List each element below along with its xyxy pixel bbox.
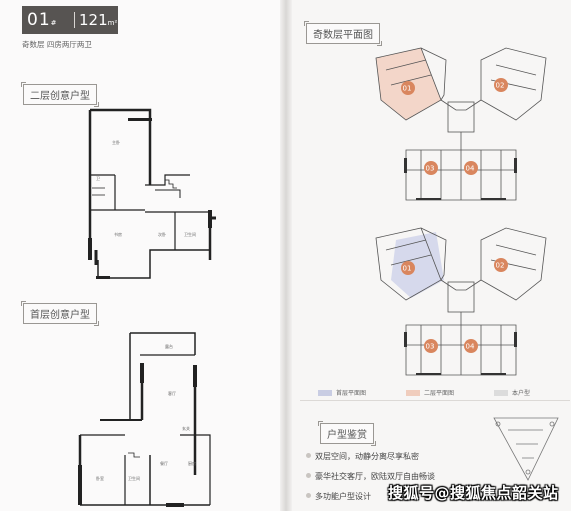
- plan-badge-label: 01: [403, 85, 412, 93]
- svg-text:玄关: 玄关: [182, 425, 190, 431]
- plan-badge-label: 01: [403, 265, 412, 273]
- second-floor-title: 二层创意户型: [21, 82, 99, 107]
- header-divider: [74, 12, 75, 28]
- svg-text:厨房: 厨房: [188, 460, 196, 466]
- unit-review-title: 户型鉴赏: [318, 421, 376, 446]
- feature-item: 多功能户型设计: [306, 491, 371, 502]
- svg-text:书房: 书房: [114, 231, 122, 237]
- page-gutter: [280, 0, 292, 511]
- watermark: 搜狐号@搜狐焦点韶关站: [388, 484, 559, 502]
- feature-item: 双层空间，动静分离尽享私密: [306, 451, 419, 462]
- first-floor-plan: 露台 客厅 玄关 餐厅 卧室 卫生间 厨房: [78, 332, 211, 507]
- legend-swatch: [406, 390, 420, 396]
- unit-header-box: 01# 121m²: [22, 6, 118, 34]
- plan-badge-label: 03: [426, 165, 435, 173]
- odd-floor-plan-upper: 01 02 03 04: [375, 47, 547, 201]
- plan-badge: [494, 258, 508, 272]
- legend-label: 首层平面图: [336, 390, 367, 397]
- plan-badge-label: 04: [466, 343, 475, 351]
- unit-number-value: 01: [27, 10, 51, 30]
- plan-badge-label: 04: [466, 165, 475, 173]
- svg-text:次卧: 次卧: [158, 231, 166, 237]
- feature-text: 豪华社交客厅，欧陆双厅自由畅谈: [315, 472, 435, 481]
- odd-floor-plan-lower: 01 02 03 04: [375, 227, 547, 376]
- plan-badge-label: 03: [426, 343, 435, 351]
- key-plan-thumbnail: [493, 417, 559, 481]
- svg-text:露台: 露台: [165, 343, 173, 349]
- plan-legend: 首层平面图 二层平面图 本户型: [318, 388, 568, 400]
- svg-text:客厅: 客厅: [168, 390, 176, 396]
- legend-swatch: [318, 390, 332, 396]
- feature-text: 多功能户型设计: [315, 492, 371, 501]
- bullet-icon: [306, 473, 311, 478]
- svg-text:卫: 卫: [96, 176, 100, 181]
- odd-floor-plan-title: 奇数层平面图: [304, 21, 382, 46]
- divider-line: [300, 400, 570, 401]
- unit-area-value: 121: [79, 11, 108, 29]
- unit-number: 01#: [27, 10, 58, 30]
- plan-badge: [401, 81, 415, 95]
- plan-badge: [424, 339, 438, 353]
- svg-text:卧室: 卧室: [96, 475, 104, 481]
- legend-label: 本户型: [512, 390, 531, 397]
- plan-badge: [494, 78, 508, 92]
- bullet-icon: [306, 453, 311, 458]
- bullet-icon: [306, 493, 311, 498]
- feature-text: 双层空间，动静分离尽享私密: [315, 452, 419, 461]
- plan-badge: [424, 161, 438, 175]
- legend-swatch: [494, 390, 508, 396]
- svg-text:卫生间: 卫生间: [128, 475, 140, 481]
- unit-area-unit: m²: [107, 19, 118, 27]
- plan-badge: [401, 261, 415, 275]
- feature-item: 豪华社交客厅，欧陆双厅自由畅谈: [306, 471, 435, 482]
- unit-suffix: #: [50, 19, 58, 27]
- unit-header: 01# 121m² 奇数层 四房两厅两卫: [22, 6, 118, 52]
- unit-area: 121m²: [79, 11, 117, 29]
- legend-label: 二层平面图: [424, 390, 455, 397]
- plan-badge: [464, 161, 478, 175]
- plan-badge: [464, 339, 478, 353]
- first-floor-title: 首层创意户型: [21, 301, 99, 326]
- svg-text:卫生间: 卫生间: [184, 231, 196, 237]
- plan-badge-label: 02: [496, 82, 505, 90]
- plan-badge-label: 02: [496, 262, 505, 270]
- second-floor-plan: 主卧 卫 书房 次卧 卫生间: [88, 108, 216, 279]
- svg-text:餐厅: 餐厅: [160, 460, 168, 466]
- svg-text:主卧: 主卧: [112, 139, 120, 145]
- unit-subtitle: 奇数层 四房两厅两卫: [22, 40, 92, 49]
